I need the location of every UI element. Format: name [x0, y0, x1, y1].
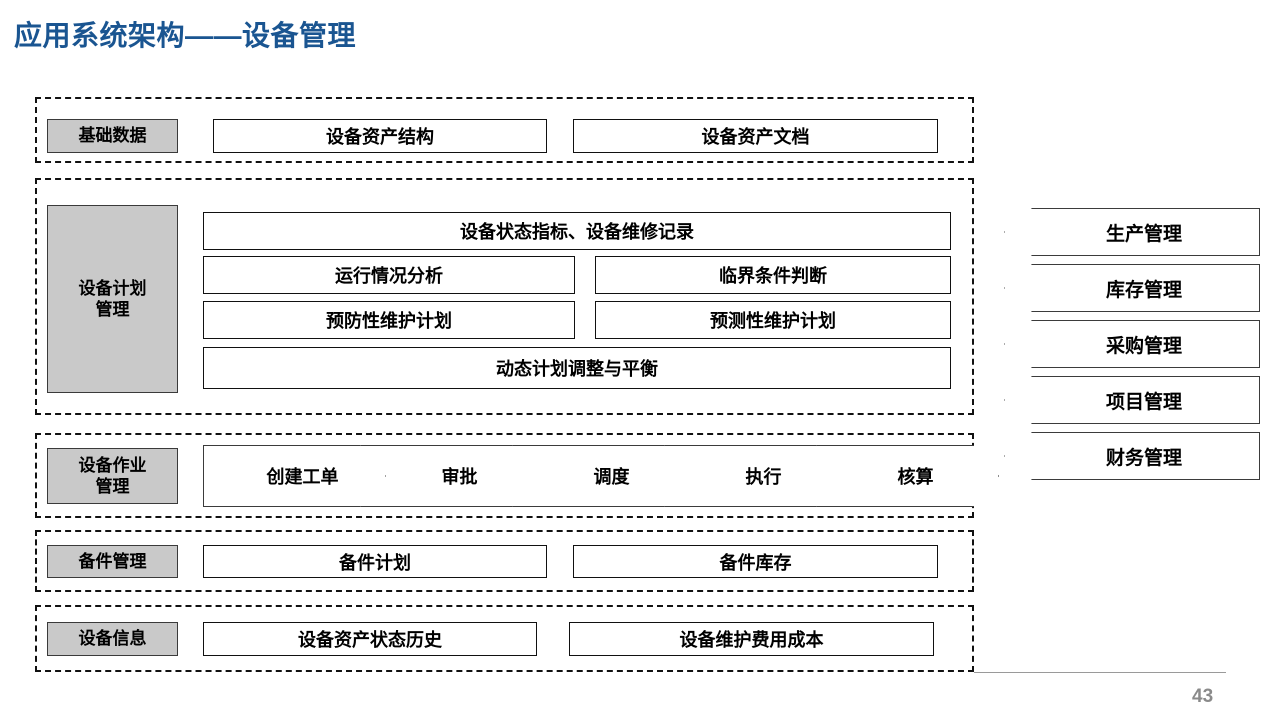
item-equipment-status-and-repair-records[interactable]: 设备状态指标、设备维修记录 — [203, 212, 951, 250]
item-dynamic-plan-adjustment-balance[interactable]: 动态计划调整与平衡 — [203, 347, 951, 389]
related-system-inventory-management[interactable]: 库存管理 — [1004, 264, 1260, 312]
related-system-production-management[interactable]: 生产管理 — [1004, 208, 1260, 256]
page-title: 应用系统架构——设备管理 — [14, 20, 357, 51]
related-system-project-management[interactable]: 项目管理 — [1004, 376, 1260, 424]
item-equipment-maintenance-cost[interactable]: 设备维护费用成本 — [569, 622, 934, 656]
section-label-basic-data: 基础数据 — [47, 119, 178, 153]
process-step-approval[interactable]: 审批 — [360, 445, 543, 507]
process-step-create-work-order[interactable]: 创建工单 — [203, 445, 386, 507]
item-preventive-maintenance-plan[interactable]: 预防性维护计划 — [203, 301, 575, 339]
process-step-label: 核算 — [897, 467, 934, 487]
related-system-procurement-management[interactable]: 采购管理 — [1004, 320, 1260, 368]
process-step-execute[interactable]: 执行 — [664, 445, 847, 507]
process-step-label: 调度 — [593, 467, 630, 487]
page-number: 43 — [1192, 686, 1214, 707]
process-step-label: 执行 — [745, 467, 782, 487]
related-system-label: 库存管理 — [1105, 279, 1182, 301]
process-step-dispatch[interactable]: 调度 — [512, 445, 695, 507]
item-spare-parts-inventory[interactable]: 备件库存 — [573, 545, 938, 578]
item-operation-analysis[interactable]: 运行情况分析 — [203, 256, 575, 294]
item-equipment-asset-document[interactable]: 设备资产文档 — [573, 119, 938, 153]
section-label-spare-parts-management: 备件管理 — [47, 545, 178, 578]
section-label-equipment-information: 设备信息 — [47, 622, 178, 656]
footer-divider — [974, 672, 1226, 673]
related-system-finance-management[interactable]: 财务管理 — [1004, 432, 1260, 480]
item-spare-parts-plan[interactable]: 备件计划 — [203, 545, 547, 578]
process-step-label: 创建工单 — [266, 467, 339, 487]
related-system-label: 项目管理 — [1105, 391, 1182, 413]
item-predictive-maintenance-plan[interactable]: 预测性维护计划 — [595, 301, 951, 339]
related-system-label: 生产管理 — [1105, 223, 1182, 245]
section-label-equipment-work-management: 设备作业 管理 — [47, 448, 178, 504]
item-equipment-asset-structure[interactable]: 设备资产结构 — [213, 119, 547, 153]
item-equipment-asset-status-history[interactable]: 设备资产状态历史 — [203, 622, 537, 656]
section-label-equipment-plan-management: 设备计划 管理 — [47, 205, 178, 393]
related-system-label: 财务管理 — [1105, 447, 1182, 469]
item-critical-condition-judgement[interactable]: 临界条件判断 — [595, 256, 951, 294]
process-step-accounting[interactable]: 核算 — [816, 445, 999, 507]
related-system-label: 采购管理 — [1105, 335, 1182, 357]
process-step-label: 审批 — [441, 467, 478, 487]
